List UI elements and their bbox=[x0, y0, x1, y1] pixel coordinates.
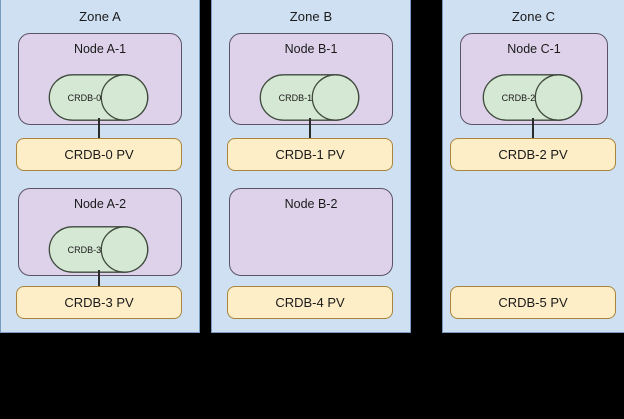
connector-b-1 bbox=[309, 118, 311, 139]
pv-label-crdb-4: CRDB-4 PV bbox=[275, 295, 345, 310]
node-label-a-1: Node A-1 bbox=[73, 42, 127, 56]
cylinder-shape-icon bbox=[48, 74, 149, 121]
zone-title-a: Zone A bbox=[79, 9, 121, 24]
pv-label-crdb-0: CRDB-0 PV bbox=[64, 147, 134, 162]
pv-box-crdb-3[interactable]: CRDB-3 PV bbox=[16, 286, 182, 319]
connector-a-2 bbox=[98, 270, 100, 287]
pv-box-crdb-2[interactable]: CRDB-2 PV bbox=[450, 138, 616, 171]
pv-label-crdb-3: CRDB-3 PV bbox=[64, 295, 134, 310]
database-cylinder-crdb-3[interactable]: CRDB-3 bbox=[48, 226, 149, 273]
connector-a-1 bbox=[98, 118, 100, 139]
zone-title-b: Zone B bbox=[289, 9, 333, 24]
node-label-c-1: Node C-1 bbox=[507, 42, 561, 56]
pv-box-crdb-5[interactable]: CRDB-5 PV bbox=[450, 286, 616, 319]
node-box-b-2[interactable]: Node B-2 bbox=[229, 188, 393, 276]
node-box-a-1[interactable]: Node A-1 bbox=[18, 33, 182, 125]
pv-box-crdb-1[interactable]: CRDB-1 PV bbox=[227, 138, 393, 171]
cylinder-shape-icon bbox=[259, 74, 360, 121]
pv-label-crdb-2: CRDB-2 PV bbox=[498, 147, 568, 162]
database-cylinder-crdb-1[interactable]: CRDB-1 bbox=[259, 74, 360, 121]
database-cylinder-crdb-0[interactable]: CRDB-0 bbox=[48, 74, 149, 121]
cylinder-shape-icon bbox=[48, 226, 149, 273]
cylinder-shape-icon bbox=[482, 74, 583, 121]
pv-box-crdb-0[interactable]: CRDB-0 PV bbox=[16, 138, 182, 171]
pv-box-crdb-4[interactable]: CRDB-4 PV bbox=[227, 286, 393, 319]
pv-label-crdb-5: CRDB-5 PV bbox=[498, 295, 568, 310]
connector-c-1 bbox=[532, 118, 534, 139]
node-label-b-2: Node B-2 bbox=[284, 197, 338, 211]
pv-label-crdb-1: CRDB-1 PV bbox=[275, 147, 345, 162]
zone-title-c: Zone C bbox=[511, 9, 556, 24]
database-cylinder-crdb-2[interactable]: CRDB-2 bbox=[482, 74, 583, 121]
node-label-b-1: Node B-1 bbox=[284, 42, 338, 56]
node-label-a-2: Node A-2 bbox=[73, 197, 127, 211]
